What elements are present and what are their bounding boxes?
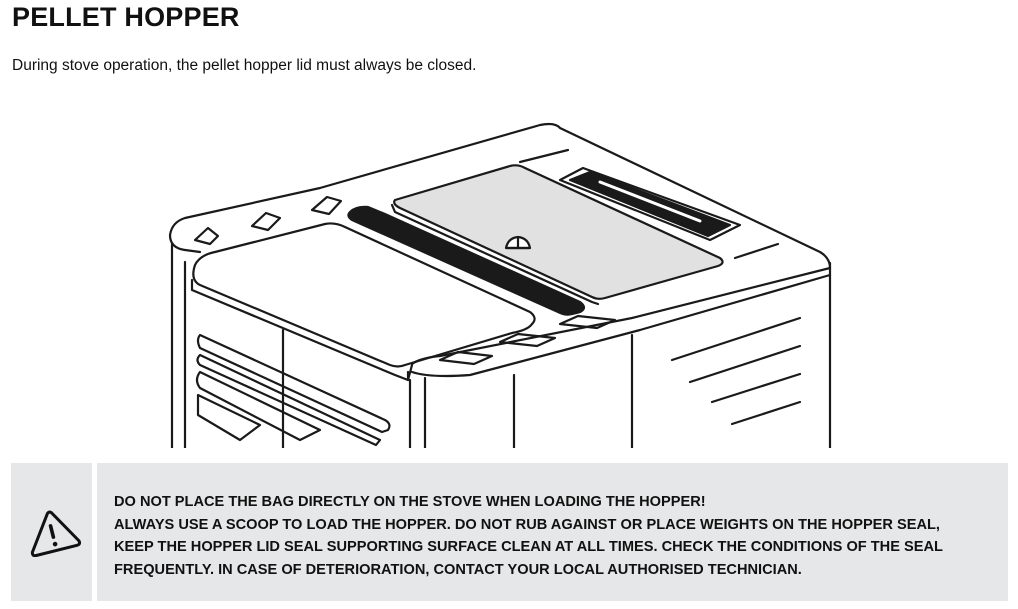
warning-line-4: FREQUENTLY. IN CASE OF DETERIORATION, CO… (114, 561, 802, 578)
warning-icon-cell (11, 463, 92, 601)
page-title: PELLET HOPPER (12, 2, 240, 32)
warning-box: DO NOT PLACE THE BAG DIRECTLY ON THE STO… (11, 463, 1008, 601)
warning-text: DO NOT PLACE THE BAG DIRECTLY ON THE STO… (97, 463, 1008, 601)
warning-line-3: KEEP THE HOPPER LID SEAL SUPPORTING SURF… (114, 539, 943, 555)
warning-line-1: DO NOT PLACE THE BAG DIRECTLY ON THE STO… (114, 494, 706, 510)
intro-text: During stove operation, the pellet hoppe… (12, 57, 477, 74)
warning-line-2: ALWAYS USE A SCOOP TO LOAD THE HOPPER. D… (114, 516, 940, 533)
warning-triangle-icon (30, 510, 81, 557)
stove-illustration (168, 122, 832, 448)
